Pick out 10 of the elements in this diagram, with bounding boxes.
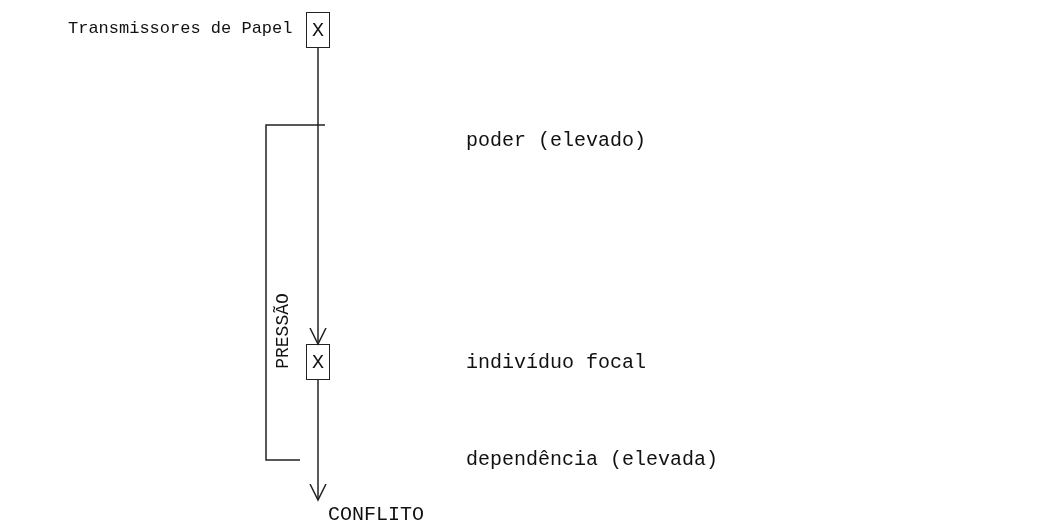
node-caption: Transmissores de Papel [68, 19, 293, 38]
annotation-label: poder (elevado) [466, 129, 647, 152]
annotation-label: indivíduo focal [466, 351, 647, 374]
arrow [309, 47, 327, 345]
arrow [309, 379, 327, 501]
vertical-label: PRESSÃO [273, 292, 293, 371]
marker-box: X [306, 12, 330, 48]
annotation-label: dependência (elevada) [466, 448, 719, 471]
outcome-text: CONFLITO [328, 500, 424, 528]
marker-box: X [306, 344, 330, 380]
